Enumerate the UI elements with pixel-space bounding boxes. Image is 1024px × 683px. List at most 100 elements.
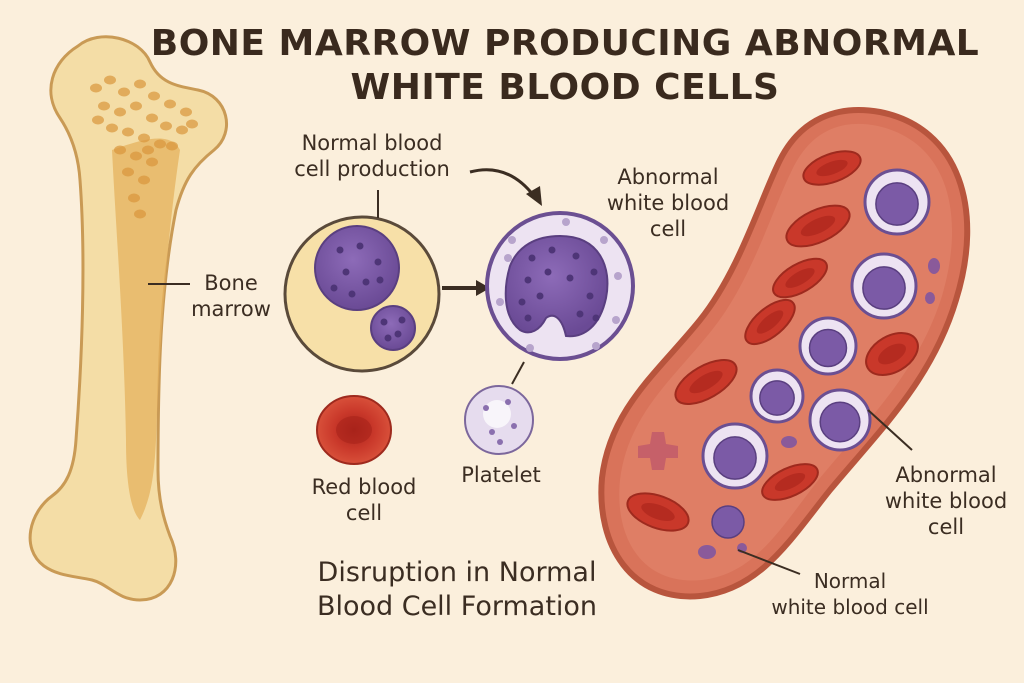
nucleus-dot (394, 330, 402, 338)
nucleus-dot (348, 290, 356, 298)
bone-pore (164, 99, 176, 109)
nucleus-dot (590, 268, 598, 276)
small-cell-nucleus (370, 305, 416, 351)
nucleus-dot (528, 254, 536, 262)
nucleus-dot (362, 278, 370, 286)
vessel-red-cell-center (689, 370, 723, 394)
bone-pore (186, 119, 198, 129)
subtitle-line: Blood Cell Formation (316, 591, 598, 622)
nucleus-dot (384, 334, 392, 342)
vessel-red-cell-center (785, 268, 815, 288)
vessel-red-cells (626, 150, 919, 532)
label-line: white blood (606, 191, 730, 215)
nucleus-dot (548, 246, 556, 254)
platelet-granule (497, 439, 503, 445)
stem-cell-nucleus (314, 225, 400, 311)
bone-pore (146, 157, 158, 167)
vessel-red-cell-center (800, 215, 836, 237)
small-platelet (925, 292, 935, 304)
cytoplasm-granule (496, 298, 504, 306)
nucleus-dot (330, 284, 338, 292)
vessel-red-cell-center (816, 159, 848, 177)
label-line: cell (927, 515, 965, 539)
bone-marrow-label: Bone marrow (186, 270, 276, 322)
cytoplasm-granule (504, 254, 512, 262)
abnormal-wbc-large (485, 211, 635, 361)
bone-pore (142, 145, 154, 155)
red-blood-cell-sample (316, 395, 392, 465)
nucleus-dot (536, 292, 544, 300)
bone-pore (130, 101, 142, 111)
nucleus-dot (566, 274, 574, 282)
nucleus-dot (374, 258, 382, 266)
vessel-wbc-nucleus (808, 328, 848, 368)
title-line-1: BONE MARROW PRODUCING ABNORMAL (150, 23, 980, 64)
bone-pore (104, 75, 116, 85)
vessel-lumen (619, 123, 953, 581)
vessel-wbc-nucleus (711, 505, 745, 539)
normal-wbc-leader (737, 549, 801, 575)
vessel-wbc-nucleus (875, 182, 919, 226)
vessel-red-cell-center (878, 343, 906, 365)
vessel-red-cell-center (641, 502, 675, 522)
red-blood-cell-label: Red blood cell (294, 474, 434, 526)
label-line: cell (345, 501, 383, 525)
bone-pore (114, 107, 126, 117)
label-line: cell (649, 217, 687, 241)
bone-pore (114, 145, 126, 155)
bone-pore (180, 107, 192, 117)
platelet-granule (511, 423, 517, 429)
cytoplasm-granule (526, 344, 534, 352)
nucleus-dot (376, 276, 384, 284)
blood-vessel (598, 107, 971, 600)
bone-pore (160, 121, 172, 131)
platelet-label: Platelet (446, 462, 556, 488)
normal-wbc-label: Normal white blood cell (760, 568, 940, 620)
small-platelet (928, 258, 940, 274)
cytoplasm-granule (612, 316, 620, 324)
abnormal-right-leader (867, 409, 913, 451)
subtitle: Disruption in Normal Blood Cell Formatio… (272, 556, 642, 624)
label-line: marrow (191, 297, 271, 321)
bone-pore (176, 125, 188, 135)
vessel-wbc-nucleus (759, 380, 795, 416)
label-line: Abnormal (617, 165, 719, 189)
platelet-leader (511, 361, 525, 385)
nucleus-dot (342, 268, 350, 276)
nucleus-dot (356, 242, 364, 250)
label-line: white blood cell (771, 595, 929, 619)
bone-pore (148, 91, 160, 101)
cytoplasm-granule (614, 272, 622, 280)
title-line-2: WHITE BLOOD CELLS (350, 67, 780, 108)
nucleus-dot (586, 292, 594, 300)
vessel-white-cells (701, 168, 931, 539)
progression-arrow (442, 280, 490, 296)
platelet-granule (505, 399, 511, 405)
bone-pore (138, 175, 150, 185)
nucleus-dot (524, 276, 532, 284)
bone-pore (128, 193, 140, 203)
cytoplasm-granule (600, 236, 608, 244)
bone-pore (138, 133, 150, 143)
nucleus-dot (576, 310, 584, 318)
vessel-red-cell-center (756, 310, 784, 334)
spongy-bone-pattern (90, 75, 198, 219)
nucleus-dot (380, 318, 388, 326)
bone-pore (134, 79, 146, 89)
bone-pore (146, 113, 158, 123)
abnormal-wbc-top-label: Abnormal white blood cell (588, 164, 748, 242)
label-line: Normal blood (301, 131, 443, 155)
nucleus-dot (544, 268, 552, 276)
label-line: Bone (204, 271, 258, 295)
bone-pore (130, 151, 142, 161)
platelet-granule (489, 429, 495, 435)
bone-pore (122, 167, 134, 177)
platelet-sample (464, 385, 534, 455)
vessel-red-cell-center (774, 472, 806, 492)
vessel-wbc-nucleus (713, 436, 757, 480)
curved-arrow (469, 168, 542, 206)
nucleus-dots (330, 242, 406, 342)
page-title: BONE MARROW PRODUCING ABNORMAL WHITE BLO… (150, 22, 980, 110)
bone-pore (166, 141, 178, 151)
